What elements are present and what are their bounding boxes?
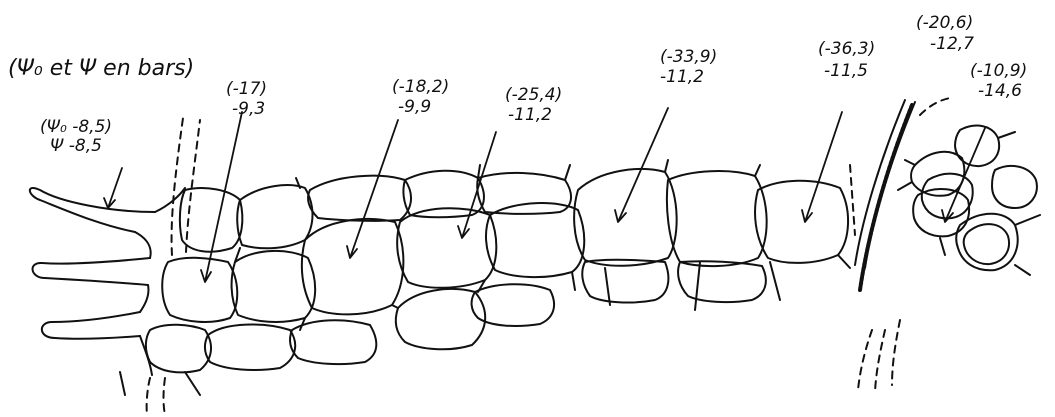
casparian-strip [858,103,914,292]
cell-f [203,323,297,371]
cell-d [236,184,314,250]
label-stele-psi0: (-10,9) [970,61,1028,81]
stele-cell-7 [991,164,1038,209]
cell-l [394,287,487,351]
label-endodermis-psi0: (-36,3) [818,39,876,59]
stele-cell-5 [962,223,1010,266]
label-endodermis-psi: -11,5 [824,61,868,81]
cell-s [581,258,670,304]
label-cell-1-psi0: (-17) [226,79,268,99]
arrow-stele [941,127,986,223]
label-cell-1-psi: -9,3 [232,99,266,119]
label-pericycle-psi0: (-20,6) [916,13,974,33]
stele-cell-1 [910,150,966,197]
label-cell-3-psi0: (-25,4) [505,85,563,105]
stele-cell-3 [920,172,974,220]
arrow-cell-2 [346,119,399,259]
stele-wall-lines [897,131,1041,276]
wall-lines [119,159,851,396]
cell-i [289,319,378,366]
label-epidermis-psi0: (Ψ₀ -8,5) [40,117,113,137]
stele-cell-4 [955,212,1019,272]
cell-t [677,260,767,304]
cell-b [161,256,239,323]
cell-r [754,179,850,264]
cell-m [476,171,572,215]
epidermis-outline [134,187,186,376]
arrow-cell-1 [200,111,243,283]
arrow-epidermis [103,167,123,209]
label-cell-2-psi0: (-18,2) [392,77,450,97]
root-hair-middle [31,257,151,286]
label-cell-4-psi0: (-33,9) [660,47,718,67]
cell-p [573,168,678,267]
cell-h [307,174,412,222]
label-cell-2-psi: -9,9 [398,97,432,117]
cell-g [300,218,405,316]
arrow-cell-3 [457,131,497,239]
cell-q [665,170,768,268]
stele-cell-6 [954,124,1000,168]
dashed-wall-bottom [145,377,166,416]
cell-o [470,283,556,327]
diagram-title: (Ψ₀ et Ψ en bars) [8,56,195,81]
cell-k [396,207,498,289]
dashed-wall-peri [919,97,951,116]
dashed-wall-endo [849,164,901,393]
label-pericycle-psi: -12,7 [930,34,974,54]
root-hair-upper [28,187,156,233]
label-cell-4-psi: -11,2 [660,67,704,87]
pointer-arrows [103,107,986,283]
cell-j [402,169,485,219]
arrow-cell-4 [614,107,669,223]
root-hair-lower [40,311,141,340]
label-epidermis-psi: Ψ -8,5 [50,136,102,156]
label-stele-psi: -14,6 [978,81,1022,101]
label-cell-3-psi: -11,2 [508,105,552,125]
cell-c [144,323,212,374]
dashed-wall-top [170,117,201,256]
arrow-endodermis [801,111,843,223]
cell-a [178,187,244,253]
